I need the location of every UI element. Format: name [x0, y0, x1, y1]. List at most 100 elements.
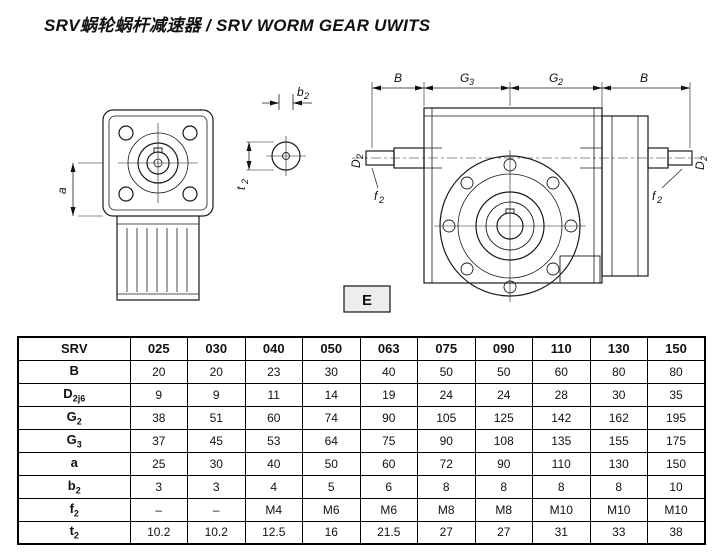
- view-label-box: [343, 285, 391, 313]
- size-column-header: 150: [647, 336, 706, 361]
- dim-label-b2: b 2: [297, 85, 309, 101]
- spec-cell: 90: [359, 405, 418, 430]
- spec-cell: 20: [187, 359, 246, 384]
- spec-cell: 14: [302, 382, 361, 407]
- spec-cell: 135: [532, 428, 591, 453]
- spec-cell: 8: [589, 474, 648, 499]
- spec-cell: 64: [302, 428, 361, 453]
- spec-cell: 150: [647, 451, 706, 476]
- spec-cell: 8: [474, 474, 533, 499]
- spec-cell: 12.5: [244, 520, 303, 545]
- spec-cell: 28: [532, 382, 591, 407]
- spec-cell: 27: [474, 520, 533, 545]
- spec-cell: 9: [129, 382, 188, 407]
- spec-cell: 3: [129, 474, 188, 499]
- svg-text:2: 2: [699, 156, 709, 162]
- spec-cell: 130: [589, 451, 648, 476]
- row-label: G3: [17, 428, 131, 453]
- spec-cell: 16: [302, 520, 361, 545]
- size-column-header: 130: [589, 336, 648, 361]
- dim-label-G3: G 3: [460, 71, 474, 87]
- front-view: [70, 109, 214, 301]
- spec-cell: 20: [129, 359, 188, 384]
- spec-cell: 37: [129, 428, 188, 453]
- spec-cell: 50: [302, 451, 361, 476]
- dim-label-t2: t 2: [234, 179, 250, 190]
- spec-cell: 10: [647, 474, 706, 499]
- side-view: [352, 107, 702, 302]
- row-label: a: [17, 451, 131, 476]
- dim-label-f2-left: f 2: [374, 189, 384, 205]
- spec-cell: 45: [187, 428, 246, 453]
- spec-cell: 110: [532, 451, 591, 476]
- size-column-header: 075: [417, 336, 476, 361]
- svg-text:f: f: [374, 189, 379, 203]
- spec-cell: 195: [647, 405, 706, 430]
- svg-text:2: 2: [656, 195, 662, 205]
- dim-label-G2: G 2: [549, 71, 563, 87]
- spec-cell: 8: [417, 474, 476, 499]
- spec-cell: 8: [532, 474, 591, 499]
- spec-cell: 33: [589, 520, 648, 545]
- row-label: t2: [17, 520, 131, 545]
- spec-cell: 80: [647, 359, 706, 384]
- spec-cell: 175: [647, 428, 706, 453]
- spec-cell: 30: [302, 359, 361, 384]
- spec-cell: M6: [359, 497, 418, 522]
- row-label: f2: [17, 497, 131, 522]
- page-title: SRV蜗轮蜗杆减速器 / SRV WORM GEAR UWITS: [44, 16, 431, 35]
- spec-cell: 4: [244, 474, 303, 499]
- svg-text:3: 3: [469, 77, 474, 87]
- row-label: G2: [17, 405, 131, 430]
- technical-drawing: a b 2 t 2: [55, 71, 709, 313]
- dimension-chain: [371, 82, 691, 148]
- spec-cell: 10.2: [129, 520, 188, 545]
- corner-header: SRV: [17, 336, 131, 361]
- spec-cell: 19: [359, 382, 418, 407]
- size-column-header: 025: [129, 336, 188, 361]
- spec-cell: M10: [647, 497, 706, 522]
- svg-text:2: 2: [303, 91, 309, 101]
- spec-cell: 11: [244, 382, 303, 407]
- spec-cell: 53: [244, 428, 303, 453]
- spec-cell: 162: [589, 405, 648, 430]
- spec-cell: 90: [474, 451, 533, 476]
- row-label: B: [17, 359, 131, 384]
- spec-cell: 24: [417, 382, 476, 407]
- size-column-header: 050: [302, 336, 361, 361]
- spec-cell: 90: [417, 428, 476, 453]
- spec-cell: 5: [302, 474, 361, 499]
- spec-cell: 72: [417, 451, 476, 476]
- spec-cell: 30: [187, 451, 246, 476]
- size-column-header: 110: [532, 336, 591, 361]
- spec-cell: M8: [417, 497, 476, 522]
- svg-text:2: 2: [355, 154, 365, 160]
- spec-cell: 3: [187, 474, 246, 499]
- spec-cell: 108: [474, 428, 533, 453]
- spec-cell: M6: [302, 497, 361, 522]
- spec-cell: 51: [187, 405, 246, 430]
- svg-text:2: 2: [378, 195, 384, 205]
- spec-cell: –: [187, 497, 246, 522]
- spec-cell: 9: [187, 382, 246, 407]
- shaft-cross-section-view: [246, 94, 312, 176]
- dim-label-B-right: B: [640, 71, 648, 85]
- spec-cell: 21.5: [359, 520, 418, 545]
- spec-cell: 50: [417, 359, 476, 384]
- spec-cell: 50: [474, 359, 533, 384]
- spec-cell: 125: [474, 405, 533, 430]
- svg-text:b: b: [297, 85, 304, 99]
- spec-cell: 60: [244, 405, 303, 430]
- spec-cell: 10.2: [187, 520, 246, 545]
- size-column-header: 030: [187, 336, 246, 361]
- spec-cell: 40: [244, 451, 303, 476]
- spec-cell: 30: [589, 382, 648, 407]
- spec-cell: 40: [359, 359, 418, 384]
- spec-cell: M8: [474, 497, 533, 522]
